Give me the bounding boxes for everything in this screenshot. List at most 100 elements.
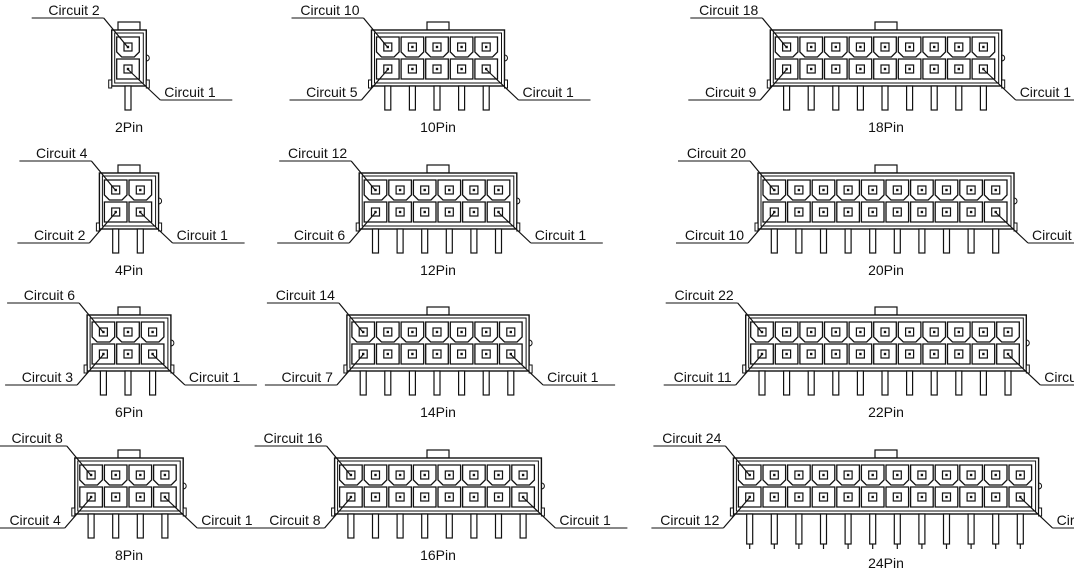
leader-top-diag	[737, 302, 763, 333]
latch-tab	[117, 449, 141, 459]
terminal-dot	[114, 210, 117, 214]
latch-tab	[874, 164, 898, 174]
terminal-dot	[163, 473, 167, 477]
pin-leg	[955, 370, 963, 396]
leader-right-diag	[498, 212, 532, 244]
terminal-dot	[785, 352, 788, 356]
terminal-dot	[982, 45, 985, 49]
top-circuit-label: Circuit 12	[288, 145, 347, 161]
pin-leg	[99, 370, 108, 396]
pin-leg	[1016, 513, 1024, 545]
leader-right-diag	[485, 69, 519, 101]
right-circuit-label: Circuit 1	[189, 369, 241, 385]
latch-tab	[426, 449, 450, 459]
pin-count-label: 12Pin	[420, 262, 456, 278]
terminal-dot	[411, 67, 414, 71]
terminal-dot	[423, 210, 426, 214]
terminal-dot	[398, 210, 402, 214]
terminal-dot	[748, 495, 751, 499]
terminal-dot	[957, 352, 960, 356]
pin-leg	[433, 370, 441, 396]
pin-count-label: 4Pin	[115, 262, 143, 278]
terminal-dot	[521, 495, 525, 499]
terminal-dot	[822, 188, 825, 192]
terminal-dot	[797, 473, 801, 477]
housing-inner	[101, 175, 157, 227]
terminal-dot	[411, 352, 414, 356]
terminal-dot	[139, 495, 142, 499]
leader-top-diag	[66, 445, 92, 476]
leader-top-diag	[724, 445, 751, 476]
leader-right-diag	[127, 69, 161, 101]
terminal-dot	[883, 45, 887, 49]
leader-top-diag	[103, 17, 129, 48]
leader-right-diag	[152, 354, 186, 386]
pin-leg	[942, 513, 951, 545]
pin-leg	[87, 513, 95, 539]
terminal-dot	[374, 495, 377, 499]
leader-left-diag	[747, 212, 775, 244]
left-circuit-label: Circuit 12	[660, 512, 719, 528]
terminal-dot	[871, 495, 874, 499]
terminal-dot	[448, 210, 451, 214]
terminal-dot	[822, 495, 825, 499]
top-circuit-label: Circuit 6	[24, 287, 76, 303]
terminal-dot	[472, 495, 476, 499]
pin-leg	[519, 513, 527, 539]
right-circuit-label: Circuit 1	[547, 369, 599, 385]
pin-leg	[359, 370, 367, 396]
side-ear-left	[368, 79, 372, 89]
terminal-dot	[485, 352, 488, 356]
terminal-dot	[485, 45, 488, 49]
pin-leg	[371, 228, 380, 254]
terminal-dot	[773, 495, 776, 499]
pin-count-label: 16Pin	[420, 547, 456, 563]
latch-tab	[426, 21, 450, 31]
terminal-dot	[797, 495, 801, 499]
terminal-dot	[89, 495, 93, 499]
leader-top-diag	[363, 17, 389, 48]
leader-top-diag	[338, 302, 364, 333]
housing-inner	[735, 460, 1037, 512]
terminal-dot	[920, 210, 924, 214]
pin-leg	[470, 228, 478, 254]
terminal-dot	[908, 45, 911, 49]
pin-leg	[396, 513, 404, 539]
pin-leg	[979, 370, 988, 396]
top-circuit-label: Circuit 18	[699, 2, 758, 18]
side-bump	[183, 482, 187, 490]
pin-leg	[758, 370, 766, 396]
leader-right-diag	[522, 497, 556, 529]
top-circuit-label: Circuit 14	[276, 287, 335, 303]
housing-inner	[114, 32, 144, 84]
pin-leg	[992, 228, 1000, 254]
top-circuit-label: Circuit 16	[263, 430, 322, 446]
leader-left-diag	[76, 354, 104, 386]
terminal-dot	[883, 330, 887, 334]
pin-leg	[384, 370, 392, 396]
terminal-dot	[509, 330, 512, 334]
left-circuit-label: Circuit 8	[269, 512, 321, 528]
terminal-dot	[933, 67, 936, 71]
pin-leg	[819, 228, 828, 254]
terminal-dot	[785, 330, 788, 334]
housing-inner	[760, 175, 1012, 227]
side-ear-left	[108, 79, 113, 89]
right-circuit-label: Circuit 1	[164, 84, 216, 100]
left-circuit-label: Circuit 9	[705, 84, 757, 100]
pin-leg	[832, 370, 840, 396]
terminal-dot	[151, 352, 154, 356]
terminal-dot	[969, 210, 973, 214]
terminal-dot	[485, 67, 488, 71]
pin-leg	[869, 228, 877, 254]
pin-leg	[807, 85, 815, 111]
terminal-dot	[945, 495, 948, 499]
leader-left-diag	[722, 497, 751, 529]
terminal-dot	[908, 352, 911, 356]
housing-inner	[337, 460, 539, 512]
pin-leg	[930, 370, 938, 396]
terminal-dot	[773, 210, 776, 214]
